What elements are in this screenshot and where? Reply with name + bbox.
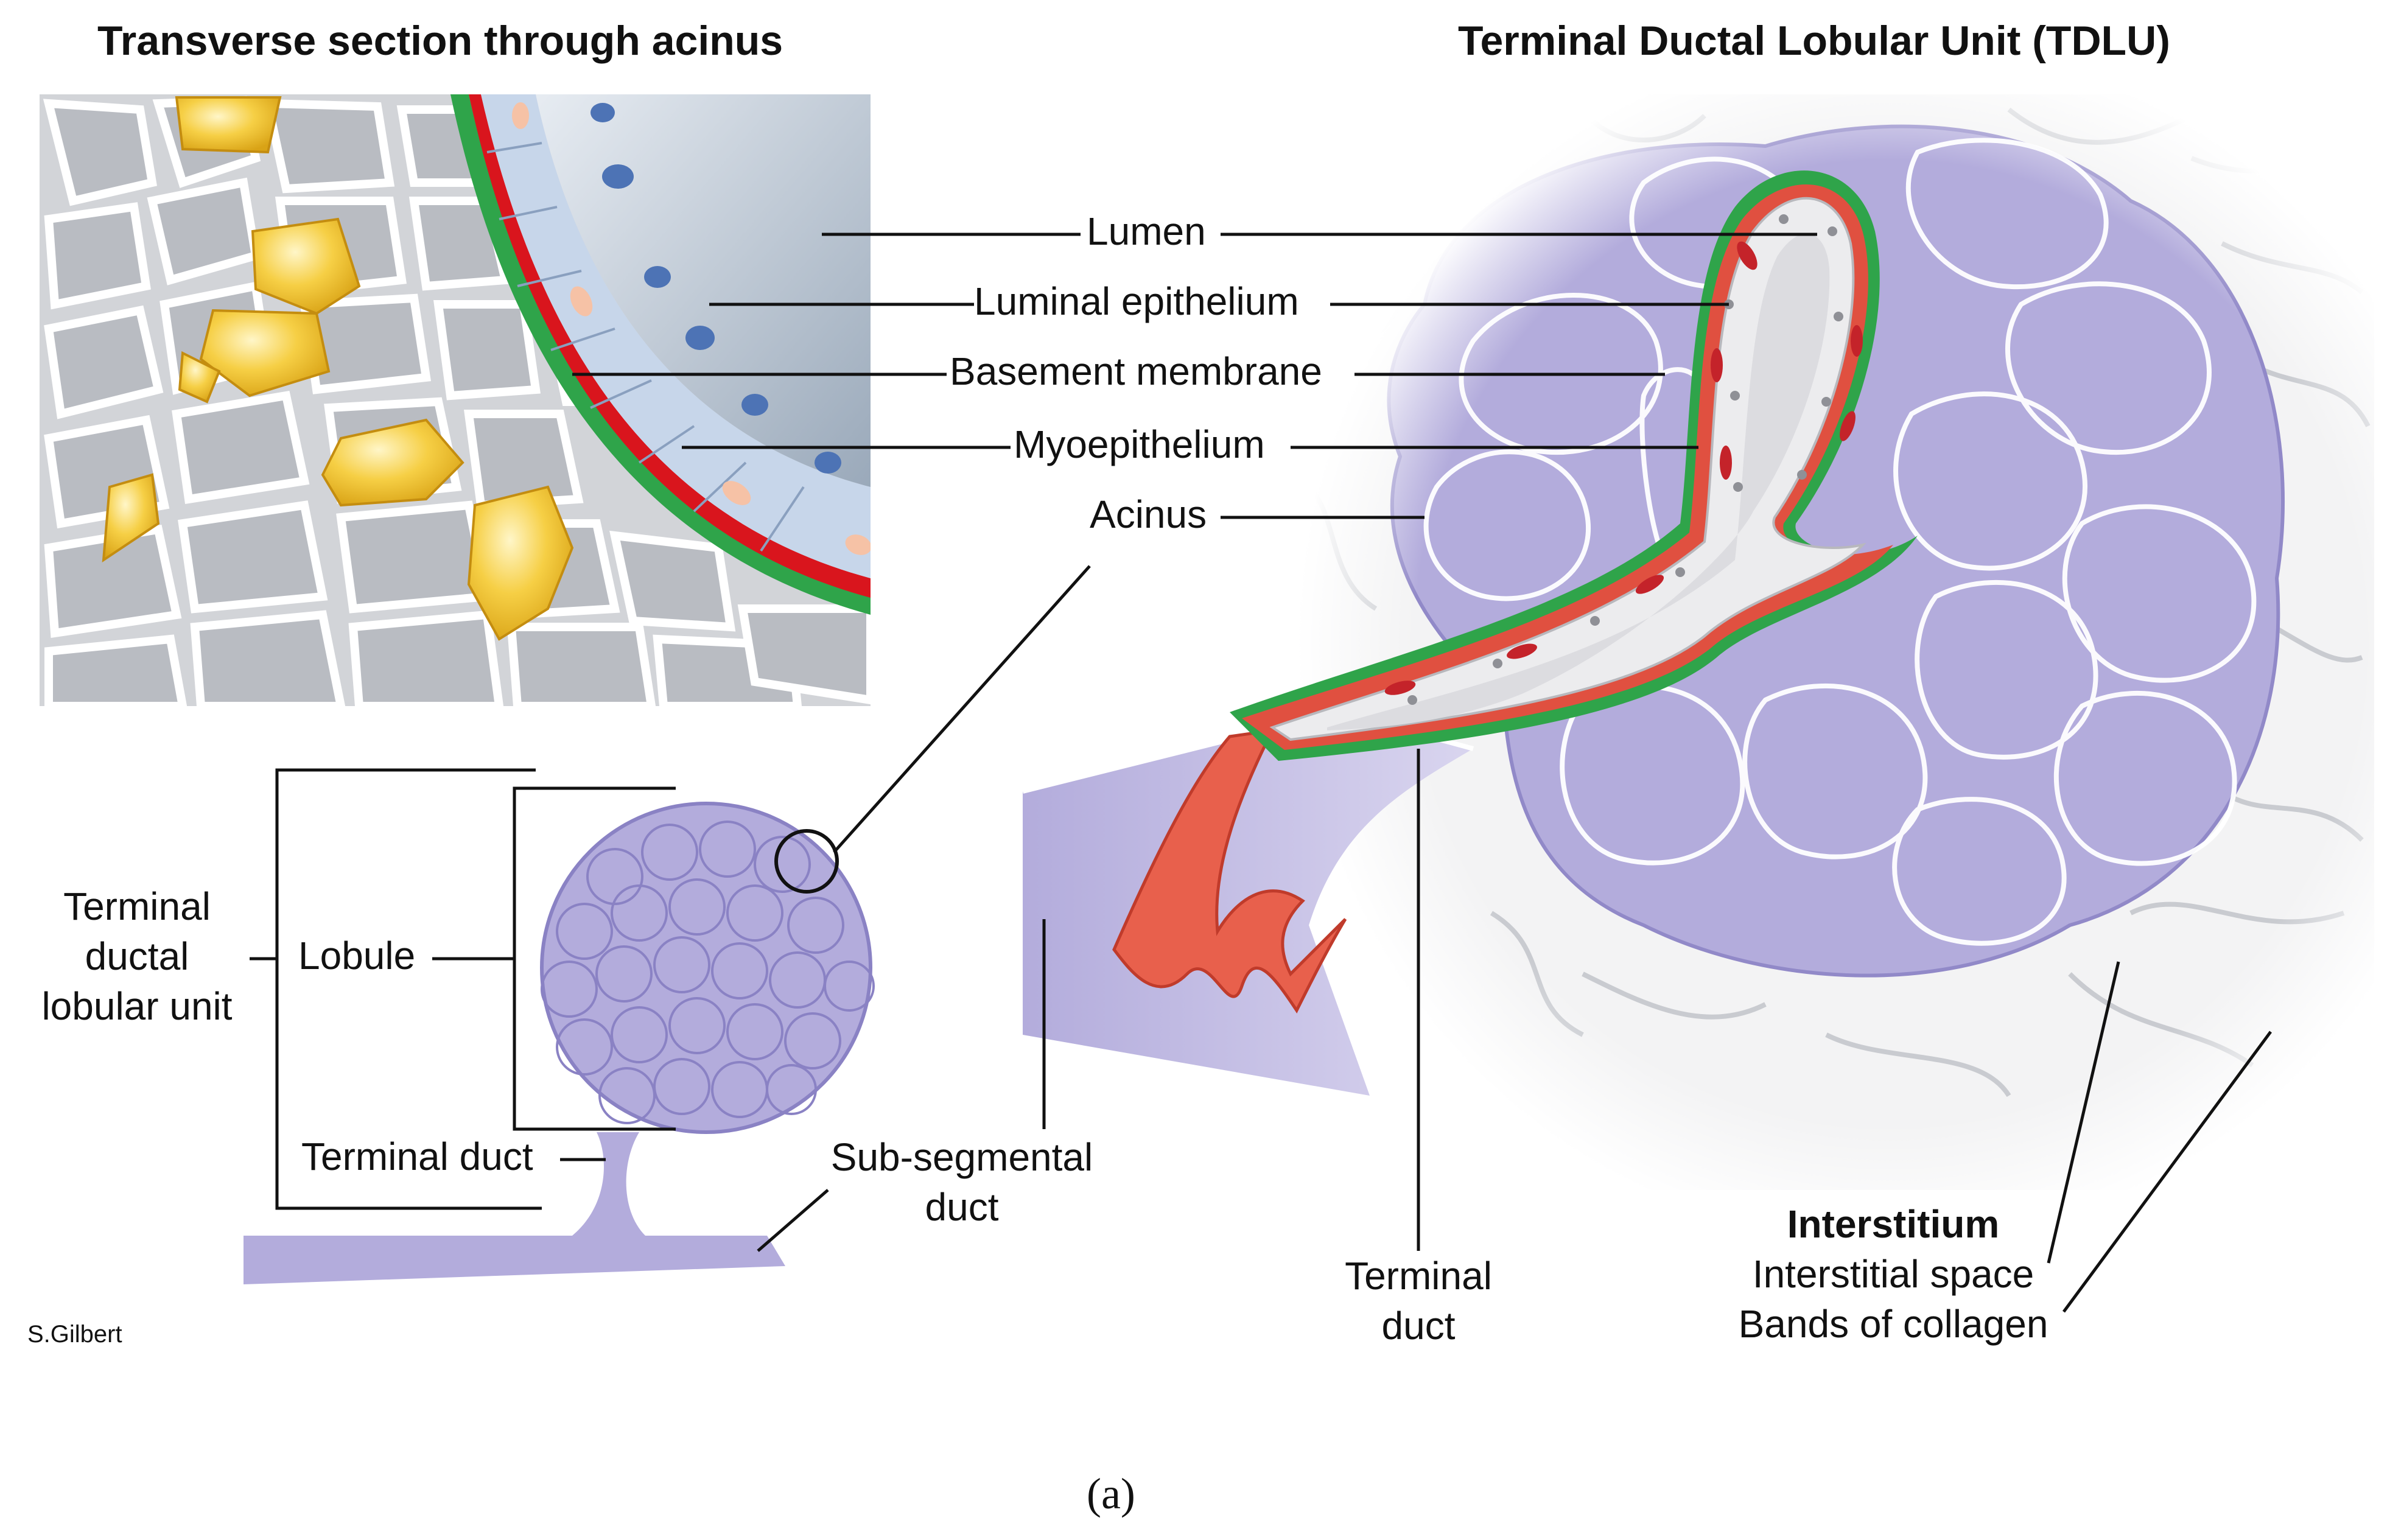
label-interstitium: Interstitium	[1787, 1202, 2000, 1246]
tdlu-line-1: Terminal	[63, 884, 211, 928]
right-panel-title: Terminal Ductal Lobular Unit (TDLU)	[1458, 18, 2170, 64]
label-terminal-ductal-lobular-unit: Terminal ductal lobular unit	[24, 881, 250, 1031]
tdlu-panel	[1022, 94, 2374, 1190]
label-luminal-epithelium: Luminal epithelium	[974, 279, 1299, 323]
label-basement-membrane: Basement membrane	[950, 349, 1322, 393]
label-bands-of-collagen: Bands of collagen	[1738, 1302, 2048, 1346]
transverse-section-panel	[40, 94, 871, 706]
leader-lines	[250, 233, 2273, 1313]
artist-signature: S.Gilbert	[27, 1321, 122, 1348]
label-myoepithelium: Myoepithelium	[1014, 422, 1265, 466]
sub-segmental-line-2: duct	[925, 1185, 999, 1229]
interstitium-legend: Interstitium Interstitial space Bands of…	[1680, 1199, 2106, 1349]
label-interstitial-space: Interstitial space	[1752, 1252, 2034, 1296]
label-sub-segmental-duct: Sub-segmental duct	[804, 1132, 1120, 1232]
label-acinus: Acinus	[1090, 492, 1207, 536]
tdlu-line-3: lobular unit	[41, 984, 233, 1028]
terminal-duct-right-line-1: Terminal	[1345, 1254, 1492, 1298]
label-lobule: Lobule	[298, 934, 416, 978]
lobule-schematic	[244, 802, 875, 1284]
label-terminal-duct-left: Terminal duct	[301, 1135, 533, 1178]
figure-caption: (a)	[1087, 1469, 1135, 1518]
tdlu-line-2: ductal	[85, 934, 189, 978]
label-terminal-duct-right: Terminal duct	[1297, 1251, 1540, 1351]
label-lumen: Lumen	[1087, 209, 1206, 253]
terminal-duct-right-line-2: duct	[1381, 1304, 1456, 1348]
left-panel-title: Transverse section through acinus	[97, 18, 783, 64]
sub-segmental-line-1: Sub-segmental	[830, 1135, 1093, 1179]
